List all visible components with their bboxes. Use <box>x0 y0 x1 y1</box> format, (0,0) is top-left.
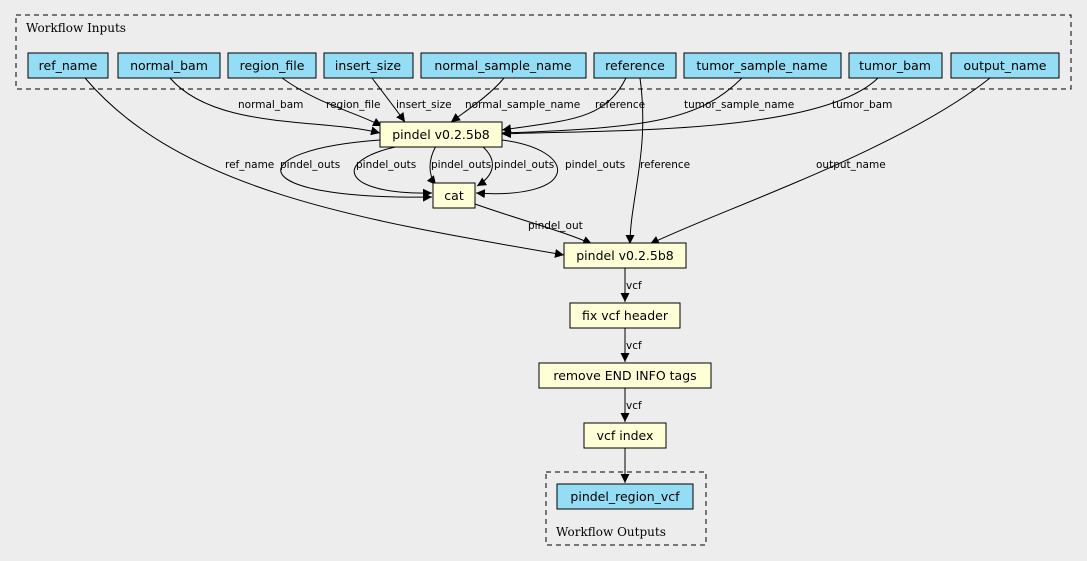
edge-tumor-bam <box>501 77 879 139</box>
edge-label-normal-bam: normal_bam <box>238 99 303 111</box>
workflow-inputs-cluster: Workflow Inputs <box>15 14 1072 90</box>
output-pindel-region-vcf[interactable]: pindel_region_vcf <box>556 483 694 510</box>
edge-label-reference-pindel2: reference <box>640 159 690 171</box>
input-tumor-sample-name[interactable]: tumor_sample_name <box>683 52 842 79</box>
output-pindel-region-vcf-label: pindel_region_vcf <box>570 489 680 504</box>
edge-tumor-sample-name <box>501 77 743 138</box>
edge-label-normal-sample-name: normal_sample_name <box>465 99 580 111</box>
input-insert-size[interactable]: insert_size <box>323 52 414 79</box>
edge-label-ref-name: ref_name <box>225 159 274 171</box>
edge-insert-size <box>371 77 406 123</box>
input-reference-label: reference <box>605 58 665 73</box>
input-reference[interactable]: reference <box>593 52 677 79</box>
edge-normal-bam <box>169 77 381 136</box>
step-remove-end-info-tags-label: remove END INFO tags <box>553 368 696 383</box>
input-output-name-label: output_name <box>964 58 1047 73</box>
edge-label-pindel-outs-4: pindel_outs <box>494 159 554 171</box>
step-remove-end-info-tags[interactable]: remove END INFO tags <box>538 362 712 389</box>
edge-pindel-outs-4 <box>476 145 493 187</box>
edge-label-vcf-1: vcf <box>626 280 642 292</box>
input-output-name[interactable]: output_name <box>950 52 1060 79</box>
edge-label-reference-pindel1: reference <box>595 99 645 111</box>
input-ref-name-label: ref_name <box>39 58 98 73</box>
edge-labels: normal_bam region_file insert_size norma… <box>225 99 892 412</box>
edge-pindel-outs-2 <box>353 145 433 198</box>
step-vcf-index-label: vcf index <box>597 428 654 443</box>
edge-label-vcf-2: vcf <box>626 340 642 352</box>
edge-label-pindel-outs-2: pindel_outs <box>356 159 416 171</box>
edge-label-tumor-bam: tumor_bam <box>832 99 892 111</box>
input-ref-name[interactable]: ref_name <box>27 52 109 79</box>
step-pindel-2-label: pindel v0.2.5b8 <box>576 248 674 263</box>
step-fix-vcf-header[interactable]: fix vcf header <box>569 302 681 329</box>
edge-pindel-outs-1 <box>280 139 433 202</box>
step-pindel-1[interactable]: pindel v0.2.5b8 <box>379 121 503 148</box>
edges <box>84 77 991 483</box>
workflow-outputs-cluster: Workflow Outputs <box>545 471 707 546</box>
step-cat-label: cat <box>444 188 464 203</box>
input-tumor-bam-label: tumor_bam <box>859 58 931 73</box>
edge-label-pindel-out: pindel_out <box>528 220 583 232</box>
edge-normal-sample-name <box>450 77 505 123</box>
edge-label-vcf-3: vcf <box>626 400 642 412</box>
input-region-file[interactable]: region_file <box>227 52 317 79</box>
input-normal-sample-name[interactable]: normal_sample_name <box>420 52 587 79</box>
step-nodes: pindel v0.2.5b8 cat pindel v0.2.5b8 fix … <box>379 121 712 449</box>
edge-ref-name <box>84 77 565 258</box>
input-region-file-label: region_file <box>240 58 305 73</box>
edge-label-pindel-outs-5: pindel_outs <box>565 159 625 171</box>
edge-pindel-outs-5 <box>475 139 558 199</box>
edge-reference-to-pindel2 <box>625 77 644 245</box>
input-normal-sample-name-label: normal_sample_name <box>434 58 572 73</box>
input-insert-size-label: insert_size <box>335 58 401 73</box>
step-fix-vcf-header-label: fix vcf header <box>582 308 669 323</box>
step-pindel-2[interactable]: pindel v0.2.5b8 <box>563 242 687 269</box>
edge-output-name <box>649 77 991 245</box>
input-normal-bam-label: normal_bam <box>130 58 208 73</box>
input-nodes: ref_name normal_bam region_file insert_s… <box>27 52 1060 79</box>
input-normal-bam[interactable]: normal_bam <box>117 52 221 79</box>
step-vcf-index[interactable]: vcf index <box>583 422 667 449</box>
edge-pindel-outs-3 <box>426 145 437 186</box>
edge-label-region-file: region_file <box>326 99 380 111</box>
edge-reference-to-pindel1 <box>501 77 627 134</box>
workflow-outputs-label: Workflow Outputs <box>556 525 666 539</box>
step-pindel-1-label: pindel v0.2.5b8 <box>392 127 490 142</box>
edge-region-file <box>281 77 383 127</box>
edge-label-tumor-sample-name: tumor_sample_name <box>684 99 794 111</box>
input-tumor-sample-name-label: tumor_sample_name <box>696 58 827 73</box>
edge-label-insert-size: insert_size <box>396 99 452 111</box>
edge-label-pindel-outs-1: pindel_outs <box>280 159 340 171</box>
workflow-inputs-label: Workflow Inputs <box>26 21 126 35</box>
output-nodes: pindel_region_vcf <box>556 483 694 510</box>
edge-label-pindel-outs-3: pindel_outs <box>431 159 491 171</box>
edge-pindel-out <box>474 203 593 245</box>
input-tumor-bam[interactable]: tumor_bam <box>848 52 943 79</box>
step-cat[interactable]: cat <box>432 182 476 209</box>
edge-label-output-name: output_name <box>816 159 886 171</box>
